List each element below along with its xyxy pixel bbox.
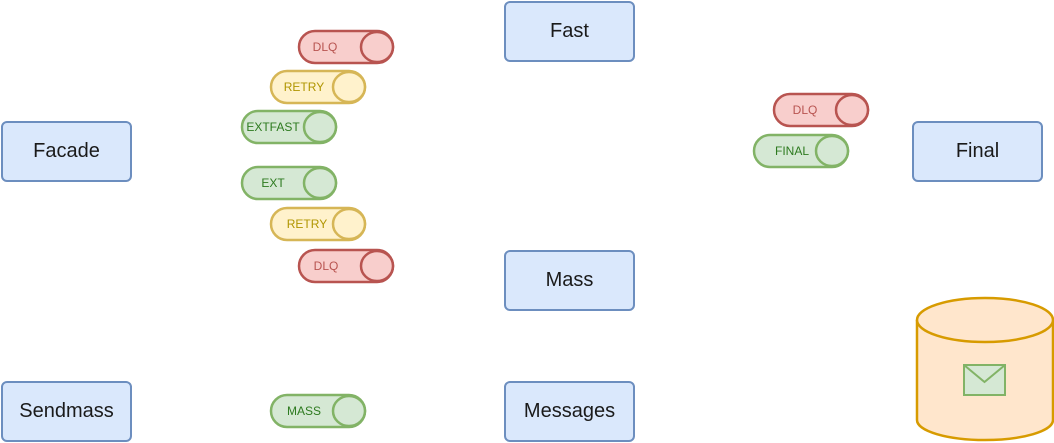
envelope-icon: [963, 364, 1006, 396]
queue-retry-ext[interactable]: RETRY: [269, 206, 367, 242]
queue-retry-fast[interactable]: RETRY: [269, 69, 367, 105]
node-facade[interactable]: Facade: [1, 121, 132, 182]
queue-extfast-label: EXTFAST: [246, 120, 300, 134]
queue-final-label: FINAL: [775, 144, 809, 158]
node-sendmass[interactable]: Sendmass: [1, 381, 132, 442]
queue-dlq-fast[interactable]: DLQ: [297, 29, 395, 65]
queue-dlq-final-label: DLQ: [793, 103, 818, 117]
queue-ext[interactable]: EXT: [240, 165, 338, 201]
database-cylinder-icon[interactable]: [915, 296, 1054, 442]
queue-dlq-ext[interactable]: DLQ: [297, 248, 395, 284]
queue-dlq-ext-label: DLQ: [314, 259, 339, 273]
queue-dlq-fast-label: DLQ: [313, 40, 338, 54]
node-mass[interactable]: Mass: [504, 250, 635, 311]
queue-final[interactable]: FINAL: [752, 133, 850, 169]
queue-dlq-final[interactable]: DLQ: [772, 92, 870, 128]
node-fast[interactable]: Fast: [504, 1, 635, 62]
node-final[interactable]: Final: [912, 121, 1043, 182]
queue-ext-label: EXT: [261, 176, 285, 190]
queue-extfast[interactable]: EXTFAST: [240, 109, 338, 145]
queue-mass[interactable]: MASS: [269, 393, 367, 429]
node-messages[interactable]: Messages: [504, 381, 635, 442]
queue-mass-label: MASS: [287, 404, 321, 418]
queue-retry-ext-label: RETRY: [287, 217, 327, 231]
queue-retry-fast-label: RETRY: [284, 80, 324, 94]
